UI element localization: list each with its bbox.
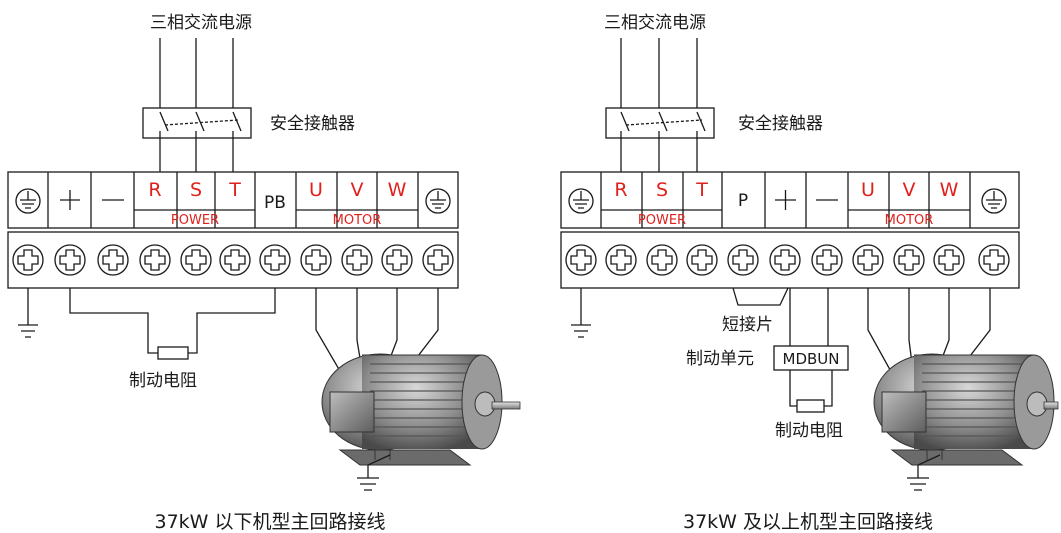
right-power-group: POWER xyxy=(638,213,686,228)
right-resistor-label: 制动电阻 xyxy=(775,421,843,441)
right-screw-icon xyxy=(933,244,965,276)
left-terminal-pb: PB xyxy=(264,193,286,213)
right-screw-icons xyxy=(565,244,1010,276)
left-motor-icon xyxy=(321,353,521,466)
right-contactor-label: 安全接触器 xyxy=(738,114,823,134)
left-terminal-u: U xyxy=(309,179,323,201)
right-terminal-u: U xyxy=(861,179,875,201)
left-contactor xyxy=(142,107,252,172)
right-resistor-icon xyxy=(796,399,825,413)
right-screw-icon xyxy=(686,244,718,276)
right-supply-lines xyxy=(620,38,698,118)
right-jumper-icon xyxy=(732,287,789,306)
right-terminal-p: P xyxy=(738,191,748,211)
left-screw-icon xyxy=(341,244,373,276)
left-motor-wires xyxy=(315,288,439,396)
left-screw-icon xyxy=(180,244,212,276)
left-motor-ground-icon xyxy=(357,454,391,491)
left-terminal-strip: R S T PB U V W POWER MOTOR xyxy=(7,171,459,229)
right-plus-icon xyxy=(775,190,796,210)
left-screw-icon xyxy=(381,244,413,276)
left-screw-icon xyxy=(12,244,44,276)
right-motor-ground-icon xyxy=(907,454,941,491)
right-motor-wires xyxy=(867,288,991,396)
left-ground-icon xyxy=(18,288,38,338)
right-resistor-wire xyxy=(789,370,833,407)
left-resistor-wire xyxy=(69,288,276,354)
right-caption: 37kW 及以上机型主回路接线 xyxy=(683,511,933,533)
right-terminal-strip: R S T P U V W POWER MOTOR xyxy=(560,171,1020,229)
right-diagram: 三相交流电源 安全接触器 R S T P xyxy=(560,13,1059,533)
right-brake-unit-wires xyxy=(789,288,829,346)
left-power-group: POWER xyxy=(171,213,219,228)
left-terminal-v: V xyxy=(351,179,364,201)
left-terminal-s: S xyxy=(190,179,202,201)
left-diagram: 三相交流电源 安全接触器 xyxy=(7,13,521,533)
left-screw-icon xyxy=(139,244,171,276)
right-terminal-t: T xyxy=(695,179,708,201)
left-screw-icon xyxy=(300,244,332,276)
left-screw-icons xyxy=(12,244,454,276)
right-earth-icon-1 xyxy=(568,188,594,214)
right-terminal-v: V xyxy=(903,179,916,201)
right-motor-icon xyxy=(873,353,1059,466)
left-plus-icon xyxy=(60,190,80,210)
left-caption: 37kW 以下机型主回路接线 xyxy=(154,511,385,533)
left-motor-group: MOTOR xyxy=(333,213,382,228)
right-supply-label: 三相交流电源 xyxy=(604,13,706,33)
left-resistor-icon xyxy=(157,346,189,360)
right-screw-strip xyxy=(560,231,1020,289)
right-screw-icon xyxy=(646,244,678,276)
right-earth-icon-2 xyxy=(981,188,1007,214)
right-terminal-s: S xyxy=(656,179,668,201)
left-earth-icon-1 xyxy=(15,188,41,214)
right-screw-icon xyxy=(727,244,759,276)
left-terminal-t: T xyxy=(228,179,241,201)
left-resistor-label: 制动电阻 xyxy=(129,371,197,391)
left-supply-label: 三相交流电源 xyxy=(150,13,252,33)
left-supply-lines xyxy=(159,38,234,118)
left-screw-icon xyxy=(219,244,251,276)
right-screw-icon xyxy=(565,244,597,276)
right-terminal-w: W xyxy=(940,179,959,201)
right-ground-icon xyxy=(571,288,591,338)
left-screw-icon xyxy=(97,244,129,276)
left-screw-icon xyxy=(422,244,454,276)
left-screw-icon xyxy=(259,244,291,276)
left-screw-icon xyxy=(54,244,86,276)
right-brake-unit-name: MDBUN xyxy=(783,350,840,368)
right-screw-icon xyxy=(852,244,884,276)
left-contactor-label: 安全接触器 xyxy=(270,114,355,134)
right-screw-icon xyxy=(769,244,801,276)
left-terminal-r: R xyxy=(148,179,161,201)
right-brake-unit-box xyxy=(773,345,849,371)
right-screw-icon xyxy=(978,244,1010,276)
right-jumper-label: 短接片 xyxy=(722,315,773,335)
right-terminal-r: R xyxy=(614,179,627,201)
right-brake-unit-label: 制动单元 xyxy=(686,349,754,369)
left-screw-strip xyxy=(7,231,459,289)
right-contactor xyxy=(605,107,715,172)
right-screw-icon xyxy=(893,244,925,276)
left-terminal-w: W xyxy=(388,179,407,201)
left-earth-icon-2 xyxy=(425,188,451,214)
right-screw-icon xyxy=(811,244,843,276)
right-screw-icon xyxy=(605,244,637,276)
right-motor-group: MOTOR xyxy=(885,213,934,228)
